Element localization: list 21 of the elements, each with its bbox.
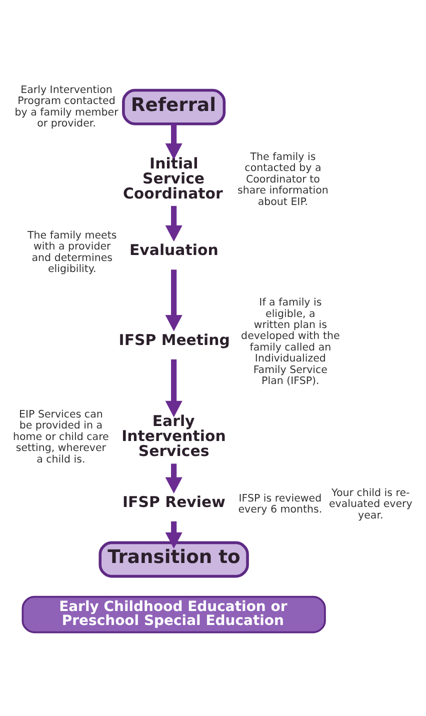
node-label: Early Intervention Program contacted by a family member or provider.: [14, 84, 118, 130]
arrow: [165, 521, 182, 549]
node-box: Transition to: [98, 541, 249, 578]
node-box: Referral: [122, 88, 226, 126]
node-box: Early Childhood Education or Preschool Special Education: [22, 596, 326, 634]
arrow: [165, 124, 182, 160]
node-label: Your child is re-evaluated every year.: [328, 486, 412, 522]
arrow: [165, 464, 182, 494]
node-text: IFSP Meeting: [118, 330, 230, 349]
node-label: EIP Services can be provided in a home or child care setting, wherever a child is.: [13, 408, 109, 466]
node-text: IFSP Review: [122, 493, 226, 512]
node-text: Initial Service Coordinator: [122, 154, 223, 202]
arrow: [165, 270, 182, 332]
node-text: Evaluation: [130, 241, 218, 260]
node-label: IFSP is reviewed every 6 months.: [238, 492, 322, 516]
arrow: [165, 359, 182, 418]
node-label: If a family is eligible, a written plan is developed with the family called an Individualized Family Service Plan (IFSP).: [241, 296, 340, 387]
node-label: The family is contacted by a Coordinator to share information about EIP.: [238, 151, 328, 208]
node-label: The family meets with a provider and determines eligibility.: [28, 229, 117, 275]
arrow: [165, 206, 182, 242]
node-text: Early Intervention Services: [122, 412, 226, 460]
